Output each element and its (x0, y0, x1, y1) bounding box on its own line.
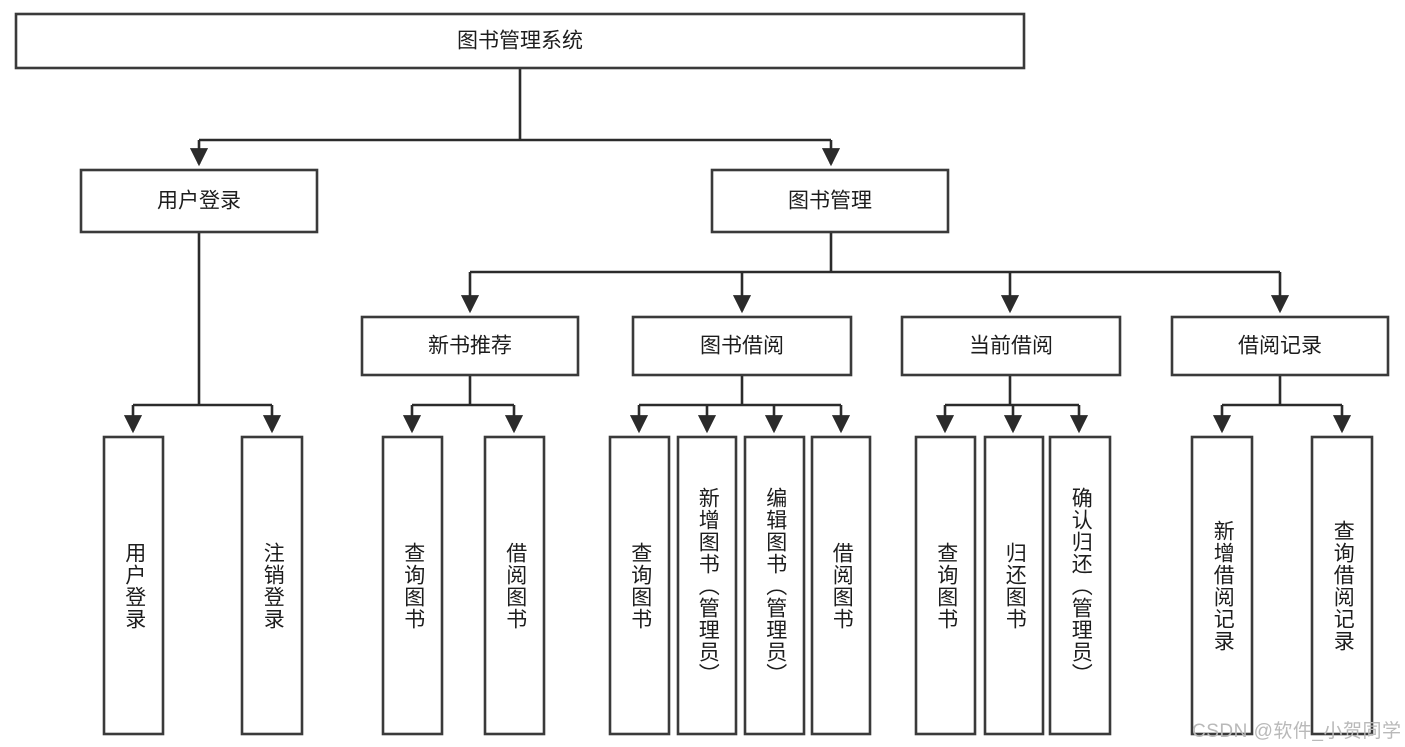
node-new-book-recommend-label: 新书推荐 (428, 335, 512, 358)
node-root-label: 图书管理系统 (457, 30, 583, 53)
node-user-login[interactable] (79, 168, 319, 234)
node-leaf-query-book-1[interactable] (381, 435, 444, 736)
node-leaf-query-book-2[interactable] (608, 435, 671, 736)
node-leaf-edit-book-admin[interactable] (743, 435, 806, 736)
csdn-watermark: CSDN @软件_小贺同学 (1192, 721, 1402, 742)
node-leaf-query-book-3[interactable] (914, 435, 977, 736)
node-current-borrow-label: 当前借阅 (969, 335, 1053, 358)
node-leaf-borrow-book-2[interactable] (810, 435, 872, 736)
node-leaf-query-borrow-record[interactable] (1310, 435, 1374, 736)
node-leaf-user-login[interactable] (102, 435, 165, 736)
node-book-manage[interactable] (710, 168, 950, 234)
node-borrow-record[interactable] (1170, 315, 1390, 377)
edge-group-user-login (123, 232, 282, 434)
node-user-login-label: 用户登录 (157, 190, 241, 213)
node-book-manage-label: 图书管理 (788, 190, 872, 213)
node-new-book-recommend[interactable] (360, 315, 580, 377)
edge-group-current (935, 375, 1089, 434)
node-leaf-borrow-book-1[interactable] (483, 435, 546, 736)
node-leaf-return-book[interactable] (983, 435, 1045, 736)
edge-group-root (189, 68, 841, 167)
node-borrow-record-label: 借阅记录 (1238, 335, 1322, 358)
node-book-borrow-label: 图书借阅 (700, 335, 784, 358)
edge-group-borrow (629, 375, 851, 434)
node-leaf-logout[interactable] (240, 435, 304, 736)
node-root[interactable] (14, 12, 1026, 70)
edge-group-book-manage (460, 232, 1290, 314)
node-book-borrow[interactable] (631, 315, 853, 377)
node-current-borrow[interactable] (900, 315, 1122, 377)
node-leaf-confirm-return-admin[interactable] (1048, 435, 1112, 736)
edge-group-new-book (402, 375, 524, 434)
node-leaf-add-book-admin[interactable] (676, 435, 738, 736)
edge-group-record (1212, 375, 1352, 434)
node-leaf-add-borrow-record[interactable] (1190, 435, 1254, 736)
